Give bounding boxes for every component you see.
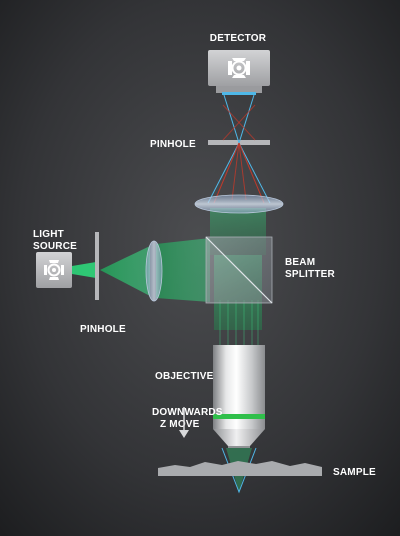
beam-splitter — [205, 236, 273, 304]
excitation-beam-collimated — [156, 238, 210, 302]
excitation-beam-source — [72, 262, 96, 278]
camera-sensor-icon — [228, 58, 250, 78]
objective-label: OBJECTIVE — [155, 371, 214, 382]
objective-tip — [213, 429, 265, 446]
beam-splitter-label-line2: SPLITTER — [285, 269, 336, 280]
light-source-label-line1: LIGHT — [33, 229, 64, 240]
beam-splitter-label-line1: BEAM — [285, 257, 315, 268]
light-source — [36, 252, 72, 288]
emission-beam-lines — [219, 300, 259, 345]
objective-collar — [213, 419, 265, 429]
objective — [213, 345, 265, 448]
objective-band — [213, 414, 265, 419]
detector-sensor — [222, 92, 256, 95]
down-arrow-icon — [179, 407, 189, 438]
left-pinhole-label: PINHOLE — [80, 324, 126, 335]
light-source-label-line2: SOURCE — [33, 241, 77, 252]
left-lens — [145, 240, 163, 302]
sample-surface — [158, 461, 322, 476]
z-move-label-line2: Z MOVE — [160, 419, 200, 430]
detector-base — [216, 86, 262, 93]
objective-barrel — [213, 345, 265, 415]
sample-label: SAMPLE — [333, 467, 376, 478]
top-pinhole-label: PINHOLE — [150, 139, 196, 150]
focus-rays — [207, 94, 271, 204]
upper-lens — [194, 194, 284, 214]
beam-splitter-diagonal — [205, 236, 273, 304]
objective-front-lens — [228, 446, 250, 448]
z-move-label-line1: DOWNWARDS — [152, 407, 223, 418]
detector — [208, 50, 270, 95]
detector-label: DETECTOR — [210, 33, 267, 44]
left-pinhole-plate — [95, 232, 99, 300]
lamp-icon — [44, 260, 64, 280]
excitation-beam-cone — [100, 246, 150, 296]
